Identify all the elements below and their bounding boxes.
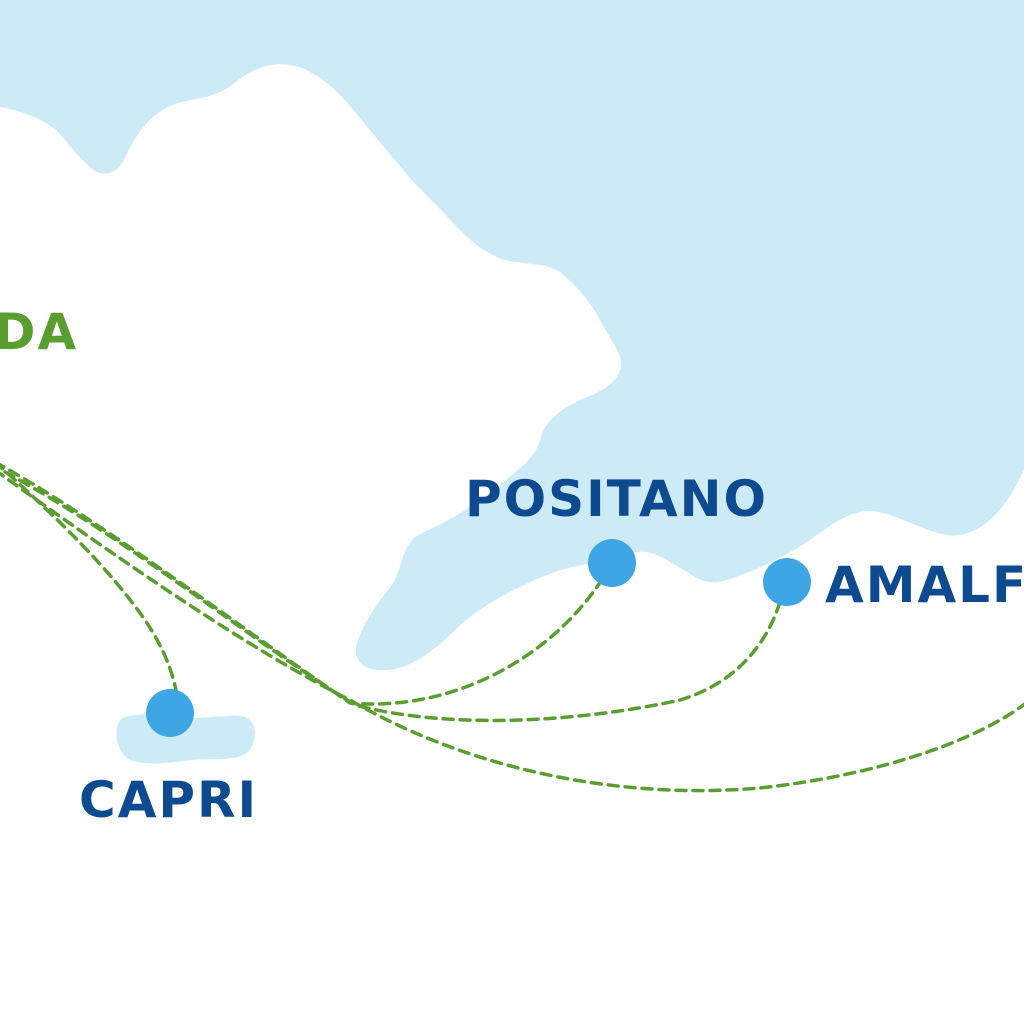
sea xyxy=(0,0,1024,671)
positano-marker[interactable] xyxy=(588,539,636,587)
port-markers xyxy=(146,539,811,737)
ferry-routes xyxy=(0,462,1024,793)
origin-label: DA xyxy=(0,303,79,361)
capri-marker[interactable] xyxy=(146,689,194,737)
amalfi-marker[interactable] xyxy=(763,558,811,606)
route-to-amalfi xyxy=(3,470,782,723)
amalfi-label: AMALFI xyxy=(825,556,1024,614)
positano-label: POSITANO xyxy=(465,470,769,528)
route-beyond-amalfi xyxy=(0,471,1024,793)
capri-label: CAPRI xyxy=(79,771,259,829)
route-to-capri xyxy=(0,464,178,692)
